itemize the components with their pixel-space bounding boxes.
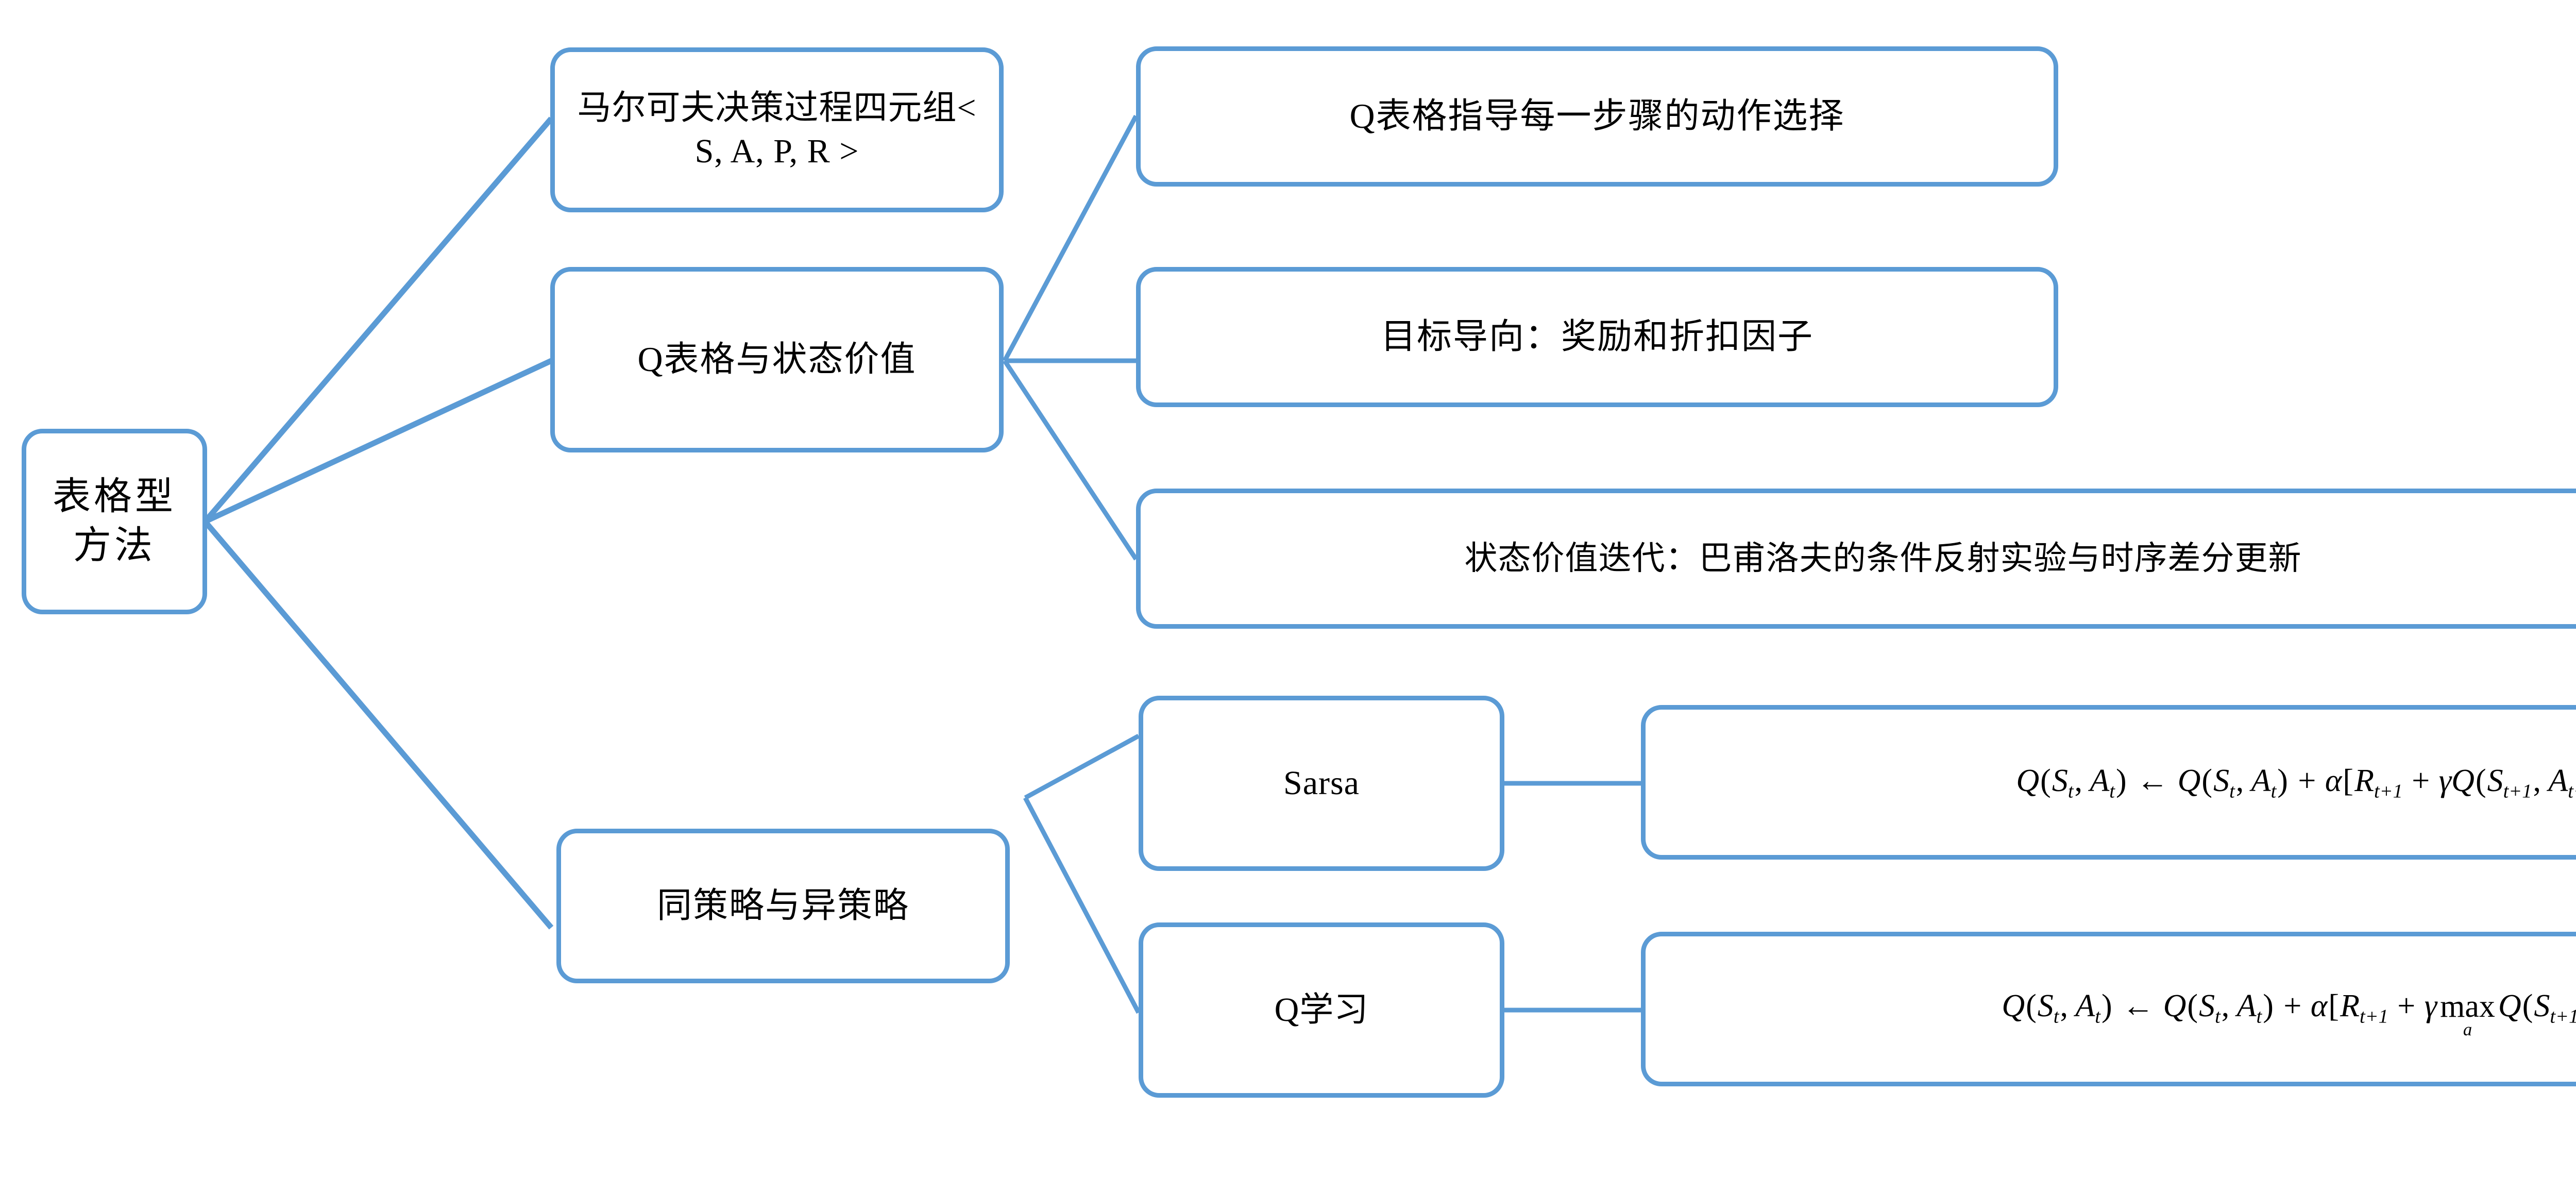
- branch-node-qtable[interactable]: Q表格与状态价值: [550, 267, 1004, 452]
- root-node[interactable]: 表格型方法: [22, 429, 207, 614]
- algo-node-sarsa[interactable]: Sarsa: [1139, 696, 1504, 871]
- leaf-node-action-selection-label: Q表格指导每一步骤的动作选择: [1349, 96, 1845, 136]
- root-node-label: 表格型方法: [53, 476, 176, 567]
- leaf-node-goal-oriented-label: 目标导向：奖励和折扣因子: [1380, 317, 1814, 357]
- edge-policy-to-qlearning: [1023, 796, 1141, 1014]
- branch-node-policy-label: 同策略与异策略: [656, 886, 909, 926]
- branch-node-qtable-label: Q表格与状态价值: [637, 340, 917, 379]
- algo-node-qlearning[interactable]: Q学习: [1139, 922, 1504, 1098]
- algo-node-qlearning-label: Q学习: [1274, 990, 1369, 1029]
- branch-node-mdp[interactable]: 马尔可夫决策过程四元组< S, A, P, R >: [550, 47, 1004, 212]
- leaf-node-goal-oriented[interactable]: 目标导向：奖励和折扣因子: [1136, 267, 2058, 407]
- edge-root-to-qtable: [204, 358, 553, 524]
- branch-node-policy[interactable]: 同策略与异策略: [556, 829, 1010, 983]
- leaf-node-action-selection[interactable]: Q表格指导每一步骤的动作选择: [1136, 46, 2058, 187]
- edge-qtable-to-value-iteration: [1003, 359, 1138, 561]
- leaf-node-value-iteration-label: 状态价值迭代：巴甫洛夫的条件反射实验与时序差分更新: [1464, 540, 2302, 577]
- formula-node-sarsa[interactable]: Q(St, At) ← Q(St, At) + α[Rt+1 + γQ(St+1…: [1641, 705, 2576, 860]
- edge-root-to-mdp: [202, 116, 554, 524]
- formula-sarsa-expression: Q(St, At) ← Q(St, At) + α[Rt+1 + γQ(St+1…: [2016, 763, 2576, 802]
- edge-policy-to-sarsa: [1024, 734, 1140, 800]
- leaf-node-value-iteration[interactable]: 状态价值迭代：巴甫洛夫的条件反射实验与时序差分更新: [1136, 489, 2576, 629]
- branch-node-mdp-label: 马尔可夫决策过程四元组< S, A, P, R >: [577, 89, 977, 170]
- algo-node-sarsa-label: Sarsa: [1283, 764, 1360, 802]
- edge-root-to-policy: [202, 519, 554, 930]
- edge-qtable-to-action-selection: [1003, 114, 1138, 362]
